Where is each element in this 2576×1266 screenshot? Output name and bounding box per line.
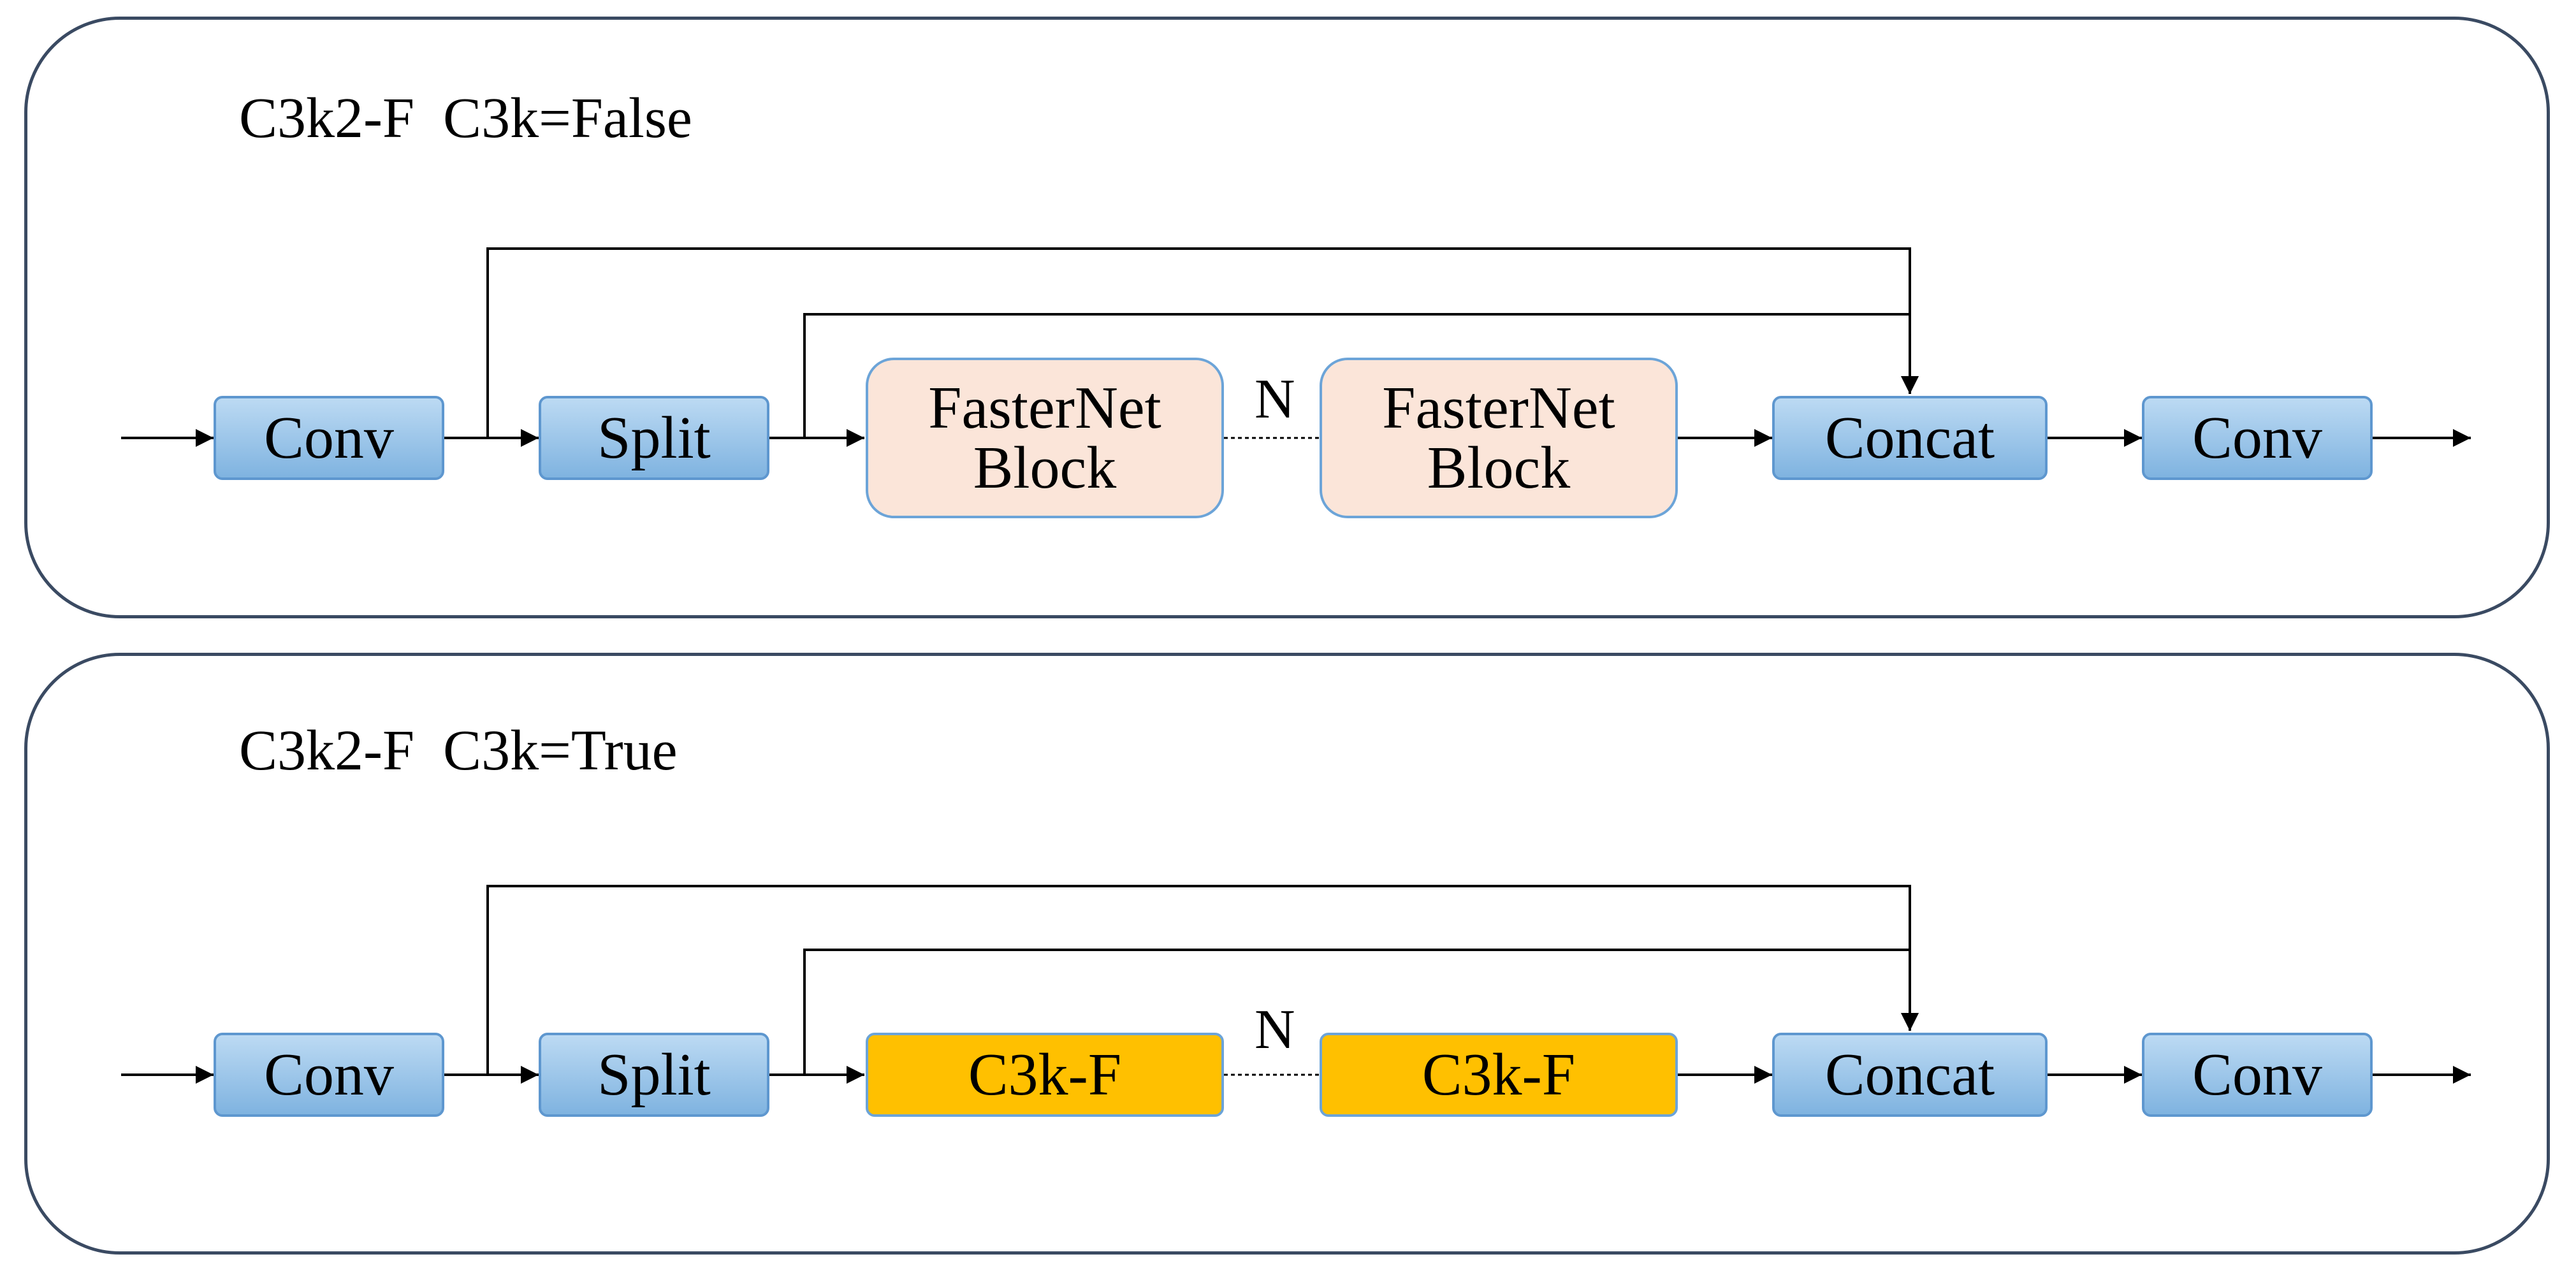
block-line-2: Block	[973, 435, 1117, 501]
fasternet-block-node: FasterNet Block	[1320, 358, 1678, 518]
split-node: Split	[539, 396, 769, 480]
block-line-2: Block	[1427, 435, 1571, 501]
block-line-1: FasterNet	[1382, 375, 1615, 441]
conv-node: Conv	[214, 1033, 444, 1117]
conv-node: Conv	[2142, 1033, 2373, 1117]
conv-node: Conv	[2142, 396, 2373, 480]
split-node: Split	[539, 1033, 769, 1117]
block-line-1: FasterNet	[928, 375, 1161, 441]
repeat-label: N	[1255, 368, 1295, 430]
c3k-f-node: C3k-F	[1320, 1033, 1678, 1117]
c3k-f-node: C3k-F	[866, 1033, 1224, 1117]
panel-title: C3k2-F C3k=False	[239, 87, 692, 150]
conv-node: Conv	[214, 396, 444, 480]
panel-c3k-false: C3k2-F C3k=False	[24, 17, 2550, 618]
fasternet-block-node: FasterNet Block	[866, 358, 1224, 518]
panel-title: C3k2-F C3k=True	[239, 719, 678, 782]
panel-c3k-true: C3k2-F C3k=True	[24, 653, 2550, 1255]
repeat-label: N	[1255, 999, 1295, 1061]
concat-node: Concat	[1772, 1033, 2048, 1117]
concat-node: Concat	[1772, 396, 2048, 480]
